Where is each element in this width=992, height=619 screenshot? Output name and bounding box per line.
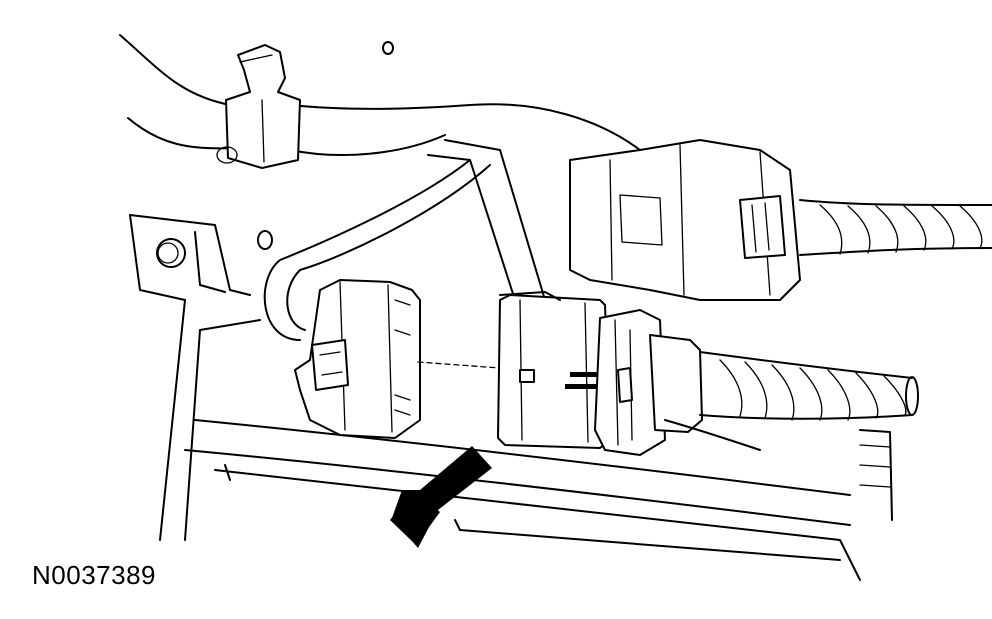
pointer-arrow <box>390 446 492 548</box>
figure-id-label: N0037389 <box>32 560 156 590</box>
background-hose <box>119 34 641 156</box>
connector-marking <box>570 372 602 377</box>
upper-connector <box>569 139 801 301</box>
small-connector <box>294 279 421 439</box>
cable-lower <box>664 351 919 451</box>
wire-harness-left <box>263 139 546 341</box>
mounting-bracket <box>129 41 394 541</box>
alignment-line <box>417 361 501 369</box>
bracket-hole <box>382 41 394 55</box>
bracket-hole <box>257 230 273 250</box>
hose-clamp <box>216 44 301 169</box>
mating-connector <box>594 309 703 456</box>
connector-marking <box>565 384 607 389</box>
cable-upper <box>799 199 992 256</box>
main-connector <box>497 291 611 449</box>
bracket-hole <box>156 238 186 268</box>
